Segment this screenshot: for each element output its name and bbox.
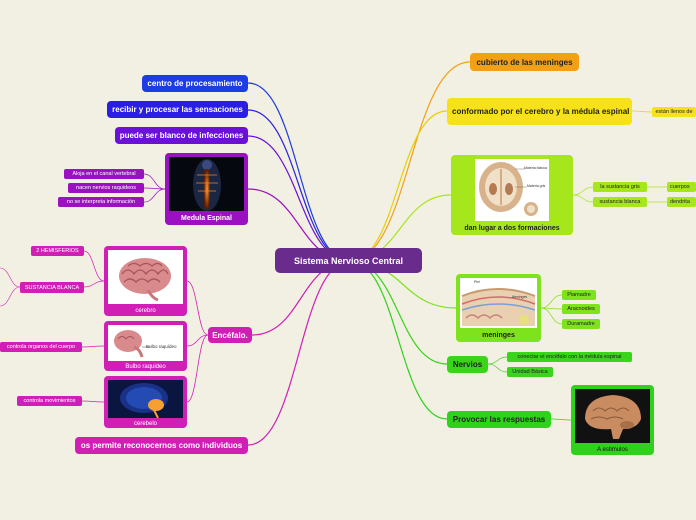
leaf-llenos-de[interactable]: están llenos de [652,107,696,117]
cerebro-caption: cerebro [135,308,156,314]
link-organos [81,345,105,348]
meninges-image-label: Meninges [512,295,528,299]
leaf-nacen-nervios[interactable]: nacen nervios raquideos [68,183,144,193]
bulbo-image: Bulbo raquídeo [108,325,183,361]
link-hemisferios [83,250,105,282]
leaf-sustancia-gris[interactable]: la sustancia gris [593,182,647,192]
link-individuos [247,260,351,446]
central-topic[interactable]: Sistema Nervioso Central [275,248,422,273]
link-respuestas [349,260,448,420]
piel-label: Piel [474,280,480,284]
link-sustancia-blanca [83,280,105,288]
node-nervios[interactable]: Nervios [447,356,488,373]
leaf-dendrita[interactable]: dendrita [667,197,696,207]
link-infecciones [247,135,351,262]
leaf-duramadre[interactable]: Duramadre [562,319,600,329]
leaf-piamadre[interactable]: Piamadre [562,290,596,300]
link-estimulos [550,418,572,421]
link-procesamiento [247,82,351,262]
card-medula-espinal[interactable]: Medula Espinal [165,153,248,225]
link-blanca [572,194,594,203]
link-cerebro [186,280,209,336]
leaf-unidad-basica[interactable]: Unidad Básica [507,367,553,377]
link-conectar [487,356,508,365]
link-conformado [349,110,448,262]
leaf-sustancia-blanca[interactable]: SUSTANCIA BLANCA [20,282,84,293]
medula-label: Medula Espinal [181,215,232,222]
link-sb-a [0,267,21,288]
link-gris [572,186,594,196]
node-recibir-sensaciones[interactable]: recibir y procesar las sensaciones [107,101,248,118]
leaf-conectar-encefalo[interactable]: conectar el encéfalo con la médula espin… [507,352,632,362]
link-duramadre [540,307,563,325]
cerebelo-image [108,380,183,419]
brain-sagittal-image [575,389,650,443]
formaciones-caption: dan lugar a dos formaciones [464,225,560,232]
link-aloja [143,173,166,190]
leaf-controla-movimientos[interactable]: controla movimientos [17,396,82,406]
card-meninges[interactable]: Piel Meninges meninges [456,274,541,342]
link-bulbo [186,334,209,347]
link-piamadre [540,294,563,309]
link-sensaciones [247,109,351,262]
link-llenos [631,110,653,113]
brain-section-image: Materia blanca Materia gris [475,159,549,221]
node-provocar-respuestas[interactable]: Provocar las respuestas [447,411,551,428]
card-cerebro[interactable]: cerebro [104,246,187,316]
link-sb-b [0,286,21,307]
bulbo-caption: Bulbo raquideo [125,364,166,370]
card-cerebelo[interactable]: cerebelo [104,376,187,428]
leaf-aracnoides[interactable]: Aracnoides [562,304,600,314]
node-cubierto-meninges[interactable]: cubierto de las meninges [470,53,579,71]
estimulos-caption: A estimulos [597,447,628,453]
card-estimulos[interactable]: A estimulos [571,385,654,455]
leaf-sustancia-blanca-right[interactable]: sustancia blanca [593,197,647,207]
leaf-controla-organos[interactable]: controla organos del cuerpo [0,342,82,352]
leaf-no-interpreta[interactable]: no se interpreta información [58,197,144,207]
spine-image [169,157,244,211]
card-dos-formaciones[interactable]: Materia blanca Materia gris dan lugar a … [451,155,573,235]
node-encefalo[interactable]: Encéfalo. [208,327,252,343]
bulbo-image-label: Bulbo raquídeo [146,344,177,349]
node-conformado-cerebro-medula[interactable]: conformado por el cerebro y la médula es… [447,98,632,125]
link-unidad [487,363,508,373]
node-blanco-infecciones[interactable]: puede ser blanco de infecciones [115,127,248,144]
leaf-cuerpos[interactable]: cuerpos [667,182,696,192]
node-centro-procesamiento[interactable]: centro de procesamiento [142,75,248,92]
leaf-2-hemisferios[interactable]: 2 HEMISFERIOS [31,246,84,256]
meninges-caption: meninges [482,332,515,339]
leaf-aloja-canal[interactable]: Aloja en el canal vertebral [64,169,144,179]
meninges-image: Piel Meninges [460,278,537,328]
materia-gris-label: Materia gris [527,184,546,188]
link-cerebelo [186,334,209,403]
link-no-interpreta [143,188,166,203]
brain-image [108,250,183,304]
cerebelo-caption: cerebelo [133,421,157,427]
card-bulbo-raquideo[interactable]: Bulbo raquídeo Bulbo raquideo [104,321,187,371]
node-reconocernos-individuos[interactable]: os permite reconocernos como individuos [75,437,248,454]
materia-blanca-label: Materia blanca [524,166,547,170]
link-movimientos [81,400,105,403]
link-nervios [349,260,448,365]
